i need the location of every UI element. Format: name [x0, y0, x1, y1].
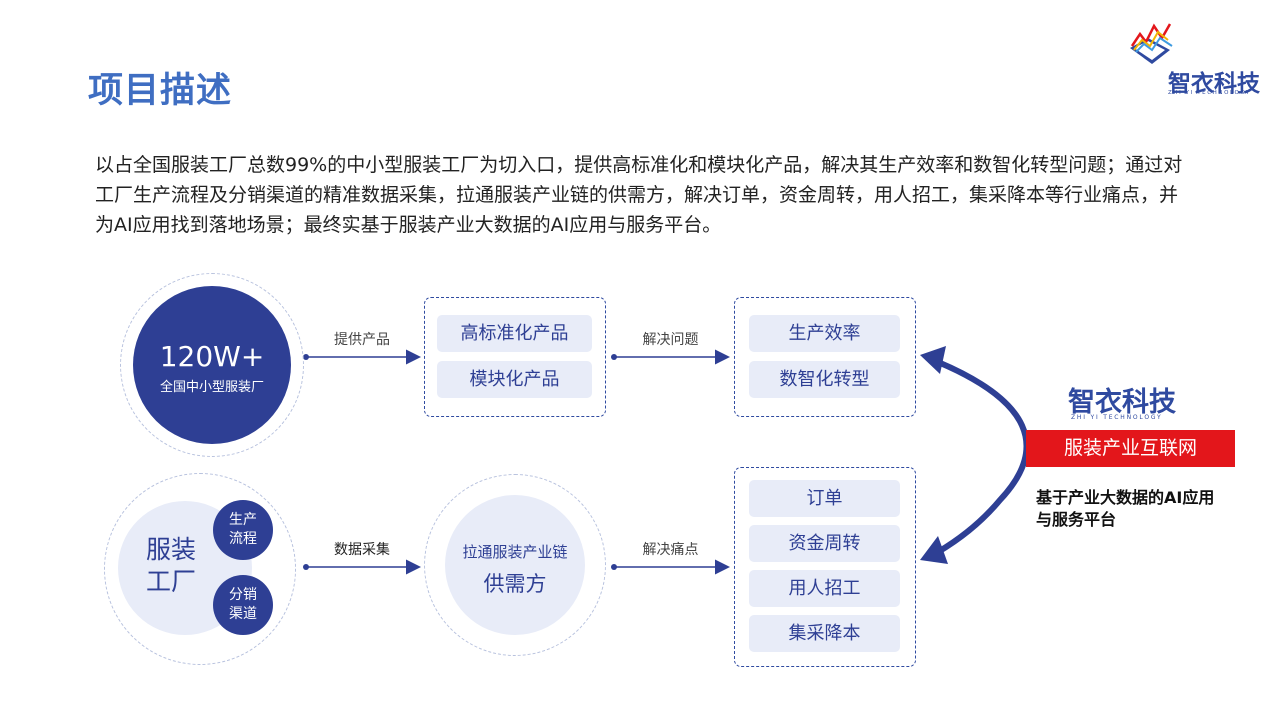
solve-pain-points-label: 解决痛点 — [642, 542, 699, 558]
intro-paragraph: 以占全国服装工厂总数99%的中小型服装工厂为切入口，提供高标准化和模块化产品，解… — [95, 154, 1183, 236]
arrow-provide-products — [303, 349, 421, 365]
brand-description-line2: 与服务平台 — [1036, 510, 1117, 529]
page-title: 项目描述 — [88, 71, 233, 111]
company-logo: 智衣科技 ZHI YI TECHNOLOGY — [1122, 20, 1262, 100]
provide-products-label: 提供产品 — [334, 332, 390, 348]
brand-description: 基于产业大数据的AI应用 与服务平台 — [1036, 487, 1214, 531]
pain-point-pill: 资金周转 — [749, 525, 900, 562]
pain-point-pill: 用人招工 — [749, 570, 900, 607]
industry-internet-badge: 服装产业互联网 — [1026, 430, 1235, 467]
product-pill: 高标准化产品 — [437, 315, 592, 352]
distribution-channel-line1: 分销 — [229, 587, 257, 603]
factory-label: 服装 工厂 — [118, 534, 224, 598]
pain-points-box — [734, 467, 916, 667]
distribution-channel-line2: 渠道 — [229, 606, 257, 622]
logo-name: 智衣科技 — [1168, 71, 1260, 97]
supply-chain-line2: 供需方 — [483, 572, 547, 596]
supply-chain-outer-ring — [424, 474, 606, 656]
factory-count-outer-ring — [120, 273, 304, 457]
production-process-line2: 流程 — [229, 531, 257, 547]
logo-mark-icon — [1130, 23, 1173, 64]
factory-label-line1: 服装 — [145, 535, 196, 564]
factory-count-caption: 全国中小型服装厂 — [159, 380, 264, 395]
products-box — [424, 297, 606, 417]
factory-count-number: 120W+ — [159, 340, 265, 373]
production-process-line1: 生产 — [229, 512, 257, 528]
arrow-solve-pain-points — [611, 559, 730, 575]
data-collection-label: 数据采集 — [334, 542, 390, 558]
product-pill: 模块化产品 — [437, 361, 592, 398]
arrow-solve-problems — [611, 349, 730, 365]
supply-chain-circle: 拉通服装产业链 供需方 — [445, 495, 585, 635]
pain-point-pill: 集采降本 — [749, 615, 900, 652]
distribution-channel-circle: 分销渠道 — [213, 575, 273, 635]
arrow-data-collection — [303, 559, 421, 575]
factory-count-circle: 120W+ 全国中小型服装厂 — [133, 286, 291, 444]
curved-double-arrow — [920, 346, 1030, 564]
brand-name: 智衣科技 — [1068, 387, 1176, 418]
problem-pill: 数智化转型 — [749, 361, 900, 398]
brand-subtitle: ZHI YI TECHNOLOGY — [1071, 414, 1163, 421]
problems-box — [734, 297, 916, 417]
factory-outer-ring — [104, 473, 296, 665]
solve-problems-label: 解决问题 — [642, 332, 699, 348]
factory-label-line2: 工厂 — [145, 567, 196, 596]
supply-chain-line1: 拉通服装产业链 — [462, 543, 568, 561]
production-process-circle: 生产流程 — [213, 500, 273, 560]
pain-point-pill: 订单 — [749, 480, 900, 517]
problem-pill: 生产效率 — [749, 315, 900, 352]
logo-subtitle: ZHI YI TECHNOLOGY — [1168, 90, 1252, 96]
brand-description-line1: 基于产业大数据的AI应用 — [1036, 488, 1215, 507]
